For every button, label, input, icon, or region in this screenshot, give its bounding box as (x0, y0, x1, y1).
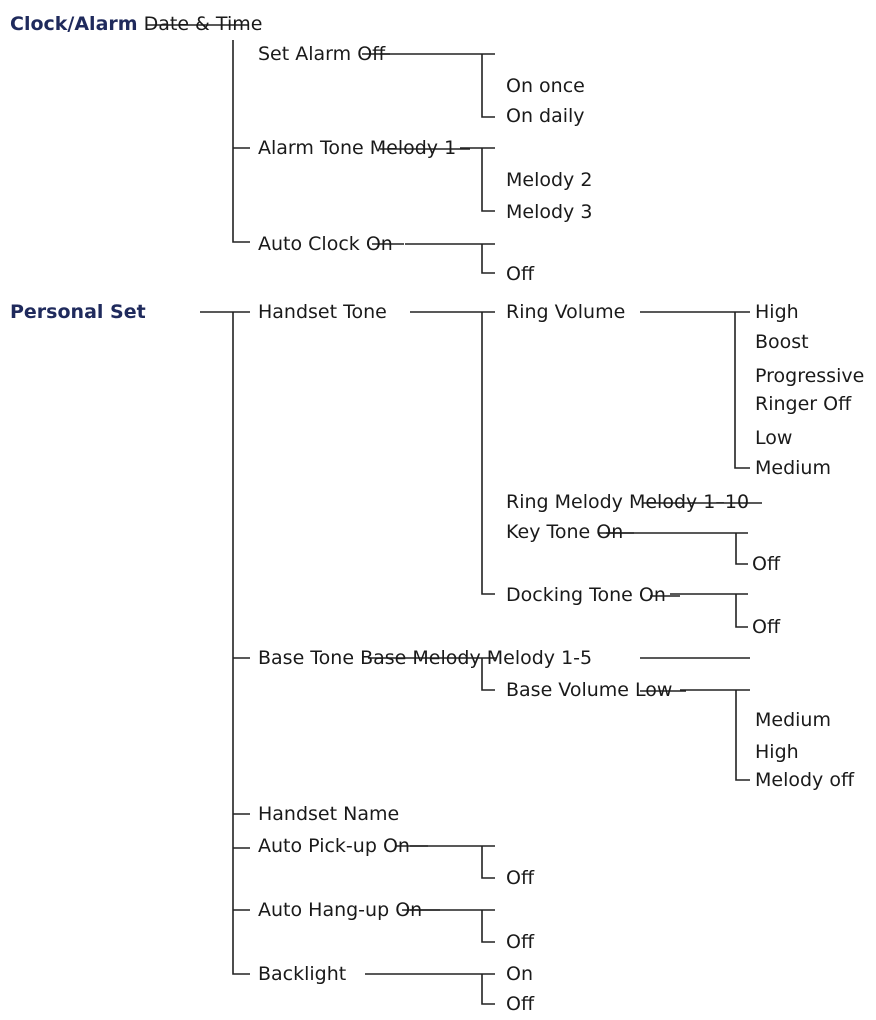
base-volume-label: Base Volume (506, 679, 629, 701)
key-tone-label: Key Tone (506, 521, 591, 543)
backlight-option: Off (506, 993, 535, 1015)
alarm-tone-row: Alarm Tone Melody 1 (258, 136, 456, 160)
base-volume-option: Melody off (755, 769, 855, 791)
auto-clock-label: Auto Clock (258, 233, 360, 255)
handset-tone-label: Handset Tone (258, 301, 387, 323)
docking-tone-default: On (638, 584, 666, 606)
docking-tone-row: Docking Tone On (506, 583, 666, 607)
alarm-tone-default: Melody 1 (369, 137, 457, 159)
auto-clock-default: On (365, 233, 393, 255)
auto-pickup-default: On (382, 835, 410, 857)
base-tone-label: Base Tone (258, 647, 355, 669)
base-tone-default: Base Melody (360, 647, 481, 669)
ring-volume-option: Medium (755, 457, 831, 479)
set-alarm-option: On daily (506, 105, 585, 127)
clock-alarm-heading: Clock/Alarm (10, 13, 138, 35)
backlight-option: On (506, 963, 533, 985)
auto-hangup-label: Auto Hang-up (258, 899, 390, 921)
auto-hangup-option: Off (506, 931, 535, 953)
ring-melody-default: Melody 1 (628, 491, 716, 513)
auto-pickup-row: Auto Pick-up On (258, 834, 410, 858)
auto-hangup-row: Auto Hang-up On (258, 898, 422, 922)
base-volume-option: Medium (755, 709, 831, 731)
auto-pickup-label: Auto Pick-up (258, 835, 377, 857)
base-tone-row: Base Tone Base Melody Melody 1-5 (258, 646, 592, 670)
alarm-tone-option: Melody 3 (506, 201, 593, 223)
alarm-tone-label: Alarm Tone (258, 137, 364, 159)
ring-melody-label: Ring Melody (506, 491, 623, 513)
backlight-label: Backlight (258, 963, 347, 985)
ring-volume-option: Low (755, 427, 793, 449)
personal-set-heading: Personal Set (10, 301, 146, 323)
date-time-item: Date & Time (143, 13, 263, 35)
ring-volume-option: Ringer Off (755, 393, 852, 415)
clock-alarm-row: Clock/Alarm Date & Time (10, 12, 262, 36)
auto-clock-row: Auto Clock On (258, 232, 393, 256)
auto-pickup-option: Off (506, 867, 535, 889)
key-tone-default: On (596, 521, 624, 543)
ring-volume-option: Boost (755, 331, 809, 353)
ring-volume-option: Progressive (755, 365, 865, 387)
base-volume-default: Low (635, 679, 673, 701)
base-tone-value: Melody 1-5 (486, 647, 593, 669)
ring-melody-range-end: –10 (715, 491, 750, 513)
auto-clock-option: Off (506, 263, 535, 285)
key-tone-row: Key Tone On (506, 520, 623, 544)
handset-name-label: Handset Name (258, 803, 400, 825)
ring-melody-row: Ring Melody Melody 1–10 (506, 490, 749, 514)
set-alarm-option: On once (506, 75, 585, 97)
set-alarm-default: Off (357, 43, 386, 65)
set-alarm-row: Set Alarm Off (258, 42, 385, 66)
key-tone-option: Off (752, 553, 781, 575)
base-volume-row: Base Volume Low (506, 678, 672, 702)
auto-hangup-default: On (395, 899, 423, 921)
docking-tone-label: Docking Tone (506, 584, 633, 606)
alarm-tone-option: Melody 2 (506, 169, 593, 191)
docking-tone-option: Off (752, 616, 781, 638)
ring-volume-option: High (755, 301, 799, 323)
base-volume-option: High (755, 741, 799, 763)
ring-volume-label: Ring Volume (506, 301, 626, 323)
set-alarm-label: Set Alarm (258, 43, 352, 65)
